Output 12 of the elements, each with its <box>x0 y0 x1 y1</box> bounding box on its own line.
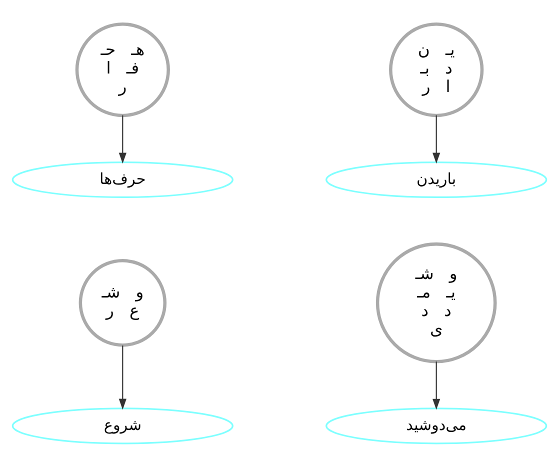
node-circle: هـ حـ فـ ا ر <box>75 22 170 117</box>
node-circle: و شـ ع ر <box>78 258 167 346</box>
arrow <box>118 114 126 164</box>
arrow <box>432 114 440 164</box>
node-circle: و شـ یـ مـ د د ی <box>376 242 497 363</box>
node-ellipse: حرف‌ها <box>12 161 234 198</box>
node-circle: یـ ن د بـ ا ر <box>389 22 484 117</box>
node-ellipse: می‌دوشید <box>326 407 548 444</box>
arrow <box>118 345 126 410</box>
arrow <box>432 361 440 410</box>
node-ellipse: باریدن <box>326 161 548 198</box>
node-ellipse: شروع <box>12 407 234 444</box>
